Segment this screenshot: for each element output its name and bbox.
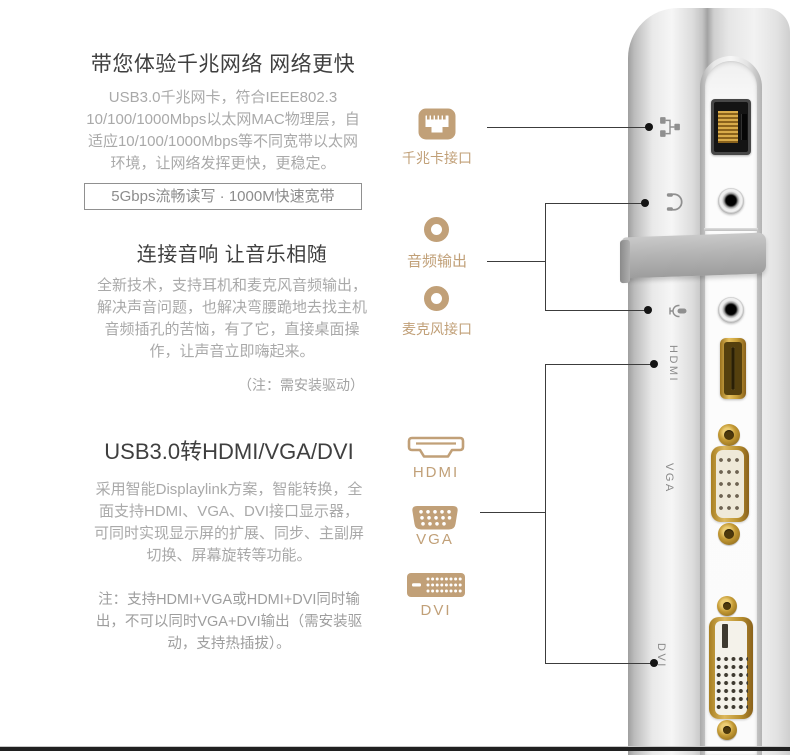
mic-callout-arm <box>545 310 648 311</box>
video-heading: USB3.0转HDMI/VGA/DVI <box>104 439 354 464</box>
audio-heading: 连接音响 让音乐相随 <box>136 244 328 266</box>
dvi-screw-bottom <box>717 720 737 740</box>
dvi-callout-arm <box>546 663 654 664</box>
dvi-port-pin-holes <box>714 655 748 712</box>
dvi-callout-dot <box>650 659 658 667</box>
device-hdmi-port <box>720 338 746 399</box>
device-seam <box>704 228 758 231</box>
device-dvi-port <box>709 617 753 719</box>
video-callout-feeder <box>480 512 545 513</box>
ethernet-callout-dot <box>645 123 653 131</box>
screw-hole <box>723 726 731 734</box>
audio-out-callout-arm <box>545 203 645 204</box>
hdmi-callout-dot <box>650 360 658 368</box>
device-label-dvi: DVI <box>655 643 667 669</box>
vga-port-pin-holes <box>717 453 743 515</box>
dvi-port-blade-slot <box>722 624 728 648</box>
audio-callout-feeder <box>487 261 545 262</box>
mic-callout-dot <box>644 306 652 314</box>
audio-out-callout-label: 音频输出 <box>406 253 467 270</box>
dvi-connector-icon <box>407 573 465 597</box>
video-body: 采用智能Displaylink方案，智能转换，全面支持HDMI、VGA、DVI接… <box>94 481 365 564</box>
hdmi-connector-icon <box>407 436 465 458</box>
network-heading: 带您体验千兆网络 网络更快 <box>90 53 356 76</box>
network-body: USB3.0千兆网卡，符合IEEE802.3 10/100/1000Mbps以太… <box>86 89 360 172</box>
mic-callout-label: 麦克风接口 <box>402 321 472 337</box>
screw-hole <box>723 602 731 610</box>
vga-connector-icon <box>412 506 458 530</box>
audio-callout-bracket <box>545 203 546 311</box>
screw-hole <box>724 430 734 440</box>
screw-hole <box>724 529 734 539</box>
audio-body: 全新技术，支持耳机和麦克风音频输出，解决声音问题，也解决弯腰跪地去找主机音频插孔… <box>96 277 367 360</box>
hdmi-callout-label: HDMI <box>412 464 460 481</box>
vga-screw-bottom <box>718 523 740 545</box>
network-print-icon <box>660 117 680 137</box>
ethernet-callout-label: 千兆卡接口 <box>402 150 472 166</box>
hdmi-port-slot <box>731 347 735 390</box>
section-video: USB3.0转HDMI/VGA/DVI 采用智能Displaylink方案，智能… <box>94 434 364 655</box>
device-mic-jack <box>718 297 744 323</box>
section-audio: 连接音响 让音乐相随 全新技术，支持耳机和麦克风音频输出，解决声音问题，也解决弯… <box>96 238 368 395</box>
device-label-hdmi: HDMI <box>667 345 679 384</box>
device-label-vga: VGA <box>663 463 675 494</box>
network-badge: 5Gbps流畅读写 · 1000M快速宽带 <box>84 183 362 210</box>
dvi-callout-label: DVI <box>420 602 452 619</box>
bottom-divider <box>0 746 790 751</box>
video-callout-bracket <box>545 364 546 664</box>
audio-out-icon <box>424 217 449 242</box>
hdmi-callout-arm <box>546 364 654 365</box>
device-vga-port <box>711 446 749 522</box>
mic-icon <box>424 286 449 311</box>
mounting-clip <box>622 232 766 279</box>
audio-note: （注：需安装驱动） <box>238 377 364 393</box>
ethernet-callout-line <box>487 127 649 128</box>
audio-out-callout-dot <box>641 199 649 207</box>
vga-callout-label: VGA <box>416 531 454 548</box>
vga-screw-top <box>718 424 740 446</box>
dvi-screw-top <box>717 596 737 616</box>
ethernet-port-pins <box>718 111 738 143</box>
device-ethernet-port <box>711 99 751 155</box>
mounting-clip-edge <box>620 239 630 284</box>
headphone-print-icon <box>666 193 683 211</box>
device-headphone-jack <box>718 188 744 214</box>
video-note: 注：支持HDMI+VGA或HDMI+DVI同时输出，不可以同时VGA+DVI输出… <box>95 592 363 652</box>
ethernet-port-latch <box>741 114 747 140</box>
section-network: 带您体验千兆网络 网络更快 USB3.0千兆网卡，符合IEEE802.3 10/… <box>84 48 362 210</box>
ethernet-port-icon <box>418 108 456 140</box>
mic-print-icon <box>669 304 687 318</box>
